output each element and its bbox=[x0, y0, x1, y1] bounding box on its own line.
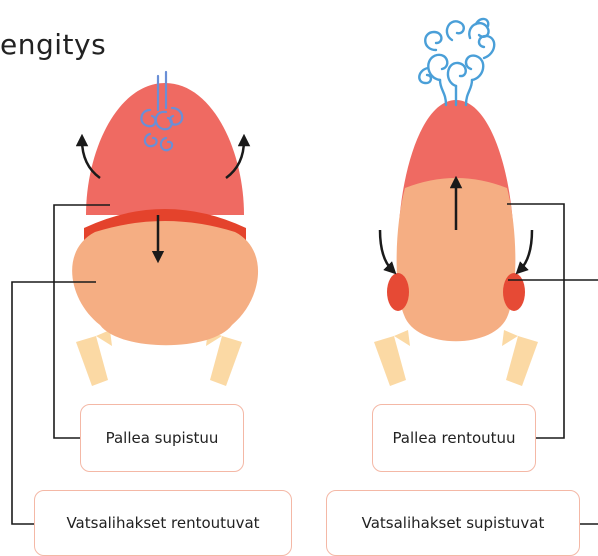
label-inhale-diaphragm: Pallea supistuu bbox=[80, 404, 244, 472]
exhale-arrow-left-in bbox=[380, 230, 392, 270]
label-exhale-diaphragm: Pallea rentoutuu bbox=[372, 404, 536, 472]
label-exhale-abs: Vatsalihakset supistuvat bbox=[326, 490, 580, 556]
exhale-abs-left bbox=[387, 273, 409, 311]
label-inhale-abs-text: Vatsalihakset rentoutuvat bbox=[66, 514, 259, 532]
label-exhale-diaphragm-text: Pallea rentoutuu bbox=[392, 429, 515, 447]
inhale-belly bbox=[72, 221, 258, 345]
exhale-figure bbox=[374, 19, 538, 386]
label-exhale-abs-text: Vatsalihakset supistuvat bbox=[362, 514, 545, 532]
exhale-abs-right bbox=[503, 273, 525, 311]
label-inhale-diaphragm-text: Pallea supistuu bbox=[106, 429, 219, 447]
exhale-arrow-right-in bbox=[520, 230, 532, 270]
leader-exhale-diaphragm bbox=[507, 204, 564, 438]
exhale-air-swirls bbox=[419, 19, 494, 105]
label-inhale-abs: Vatsalihakset rentoutuvat bbox=[34, 490, 292, 556]
inhale-figure bbox=[72, 72, 258, 386]
